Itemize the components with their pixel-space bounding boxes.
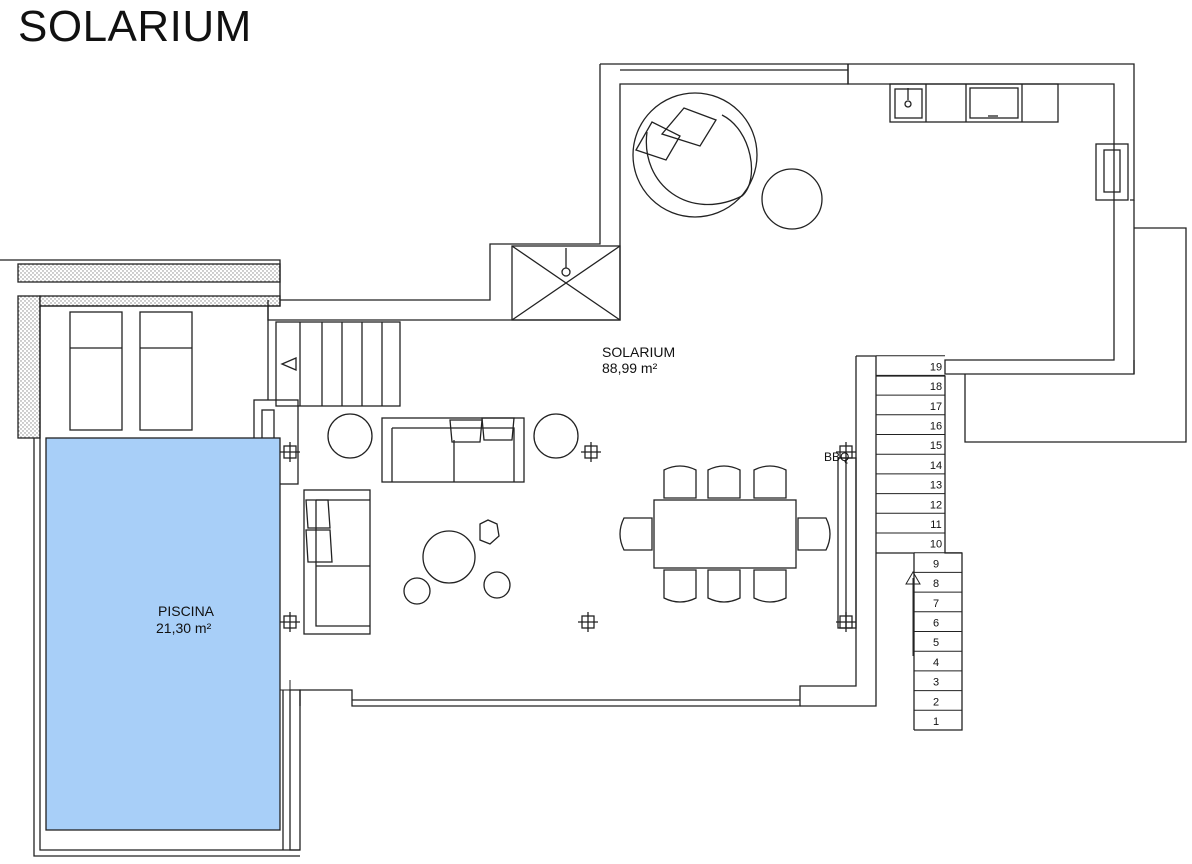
stair-step-number: 5 [933,637,939,649]
stair-step-number: 3 [933,677,939,689]
interior-stair [275,321,401,407]
stair-step-number: 8 [933,578,939,590]
stair-step-number: 14 [930,460,942,472]
sun-loungers [69,311,193,431]
stair-step-number: 1 [933,716,939,728]
stair-arrow [905,571,921,656]
kitchenette [889,83,1059,123]
ceiling-lights [280,442,856,632]
coffee-tables [403,519,511,605]
stair-step-number: 19 [930,361,942,373]
dining-set [619,465,831,603]
stair-step-number: 15 [930,440,942,452]
round-daybed [632,92,823,230]
pool-label: PISCINA [158,603,215,619]
sofa-left [303,489,371,635]
pool-area: 21,30 m² [156,620,212,636]
wall-unit [1095,143,1129,201]
stair-step-number: 4 [933,657,939,669]
pool-water [45,437,281,831]
stair-step-number: 6 [933,618,939,630]
sofa-top [327,413,579,483]
stair-step-number: 11 [930,519,941,531]
page-title: SOLARIUM [18,2,252,51]
stair-step-number: 7 [933,598,939,610]
exterior-walls [267,63,1135,851]
solarium-label: SOLARIUM [602,344,675,360]
stair-step-number: 13 [930,480,942,492]
bbq-label: BBQ [824,450,849,464]
shower [511,245,621,321]
stair-step-number: 17 [930,401,942,413]
bbq-counter [837,457,857,629]
stair-step-number: 2 [933,696,939,708]
solarium-area: 88,99 m² [602,360,658,376]
stair-step-number: 18 [930,381,942,393]
dining-chairs [619,465,831,603]
stair-step-number: 12 [930,499,942,511]
pool-surround [0,259,300,857]
terrace-outline [964,227,1187,443]
stair-step-number: 10 [930,539,942,551]
stair-step-number: 9 [933,558,939,570]
stair-step-number: 16 [930,421,942,433]
